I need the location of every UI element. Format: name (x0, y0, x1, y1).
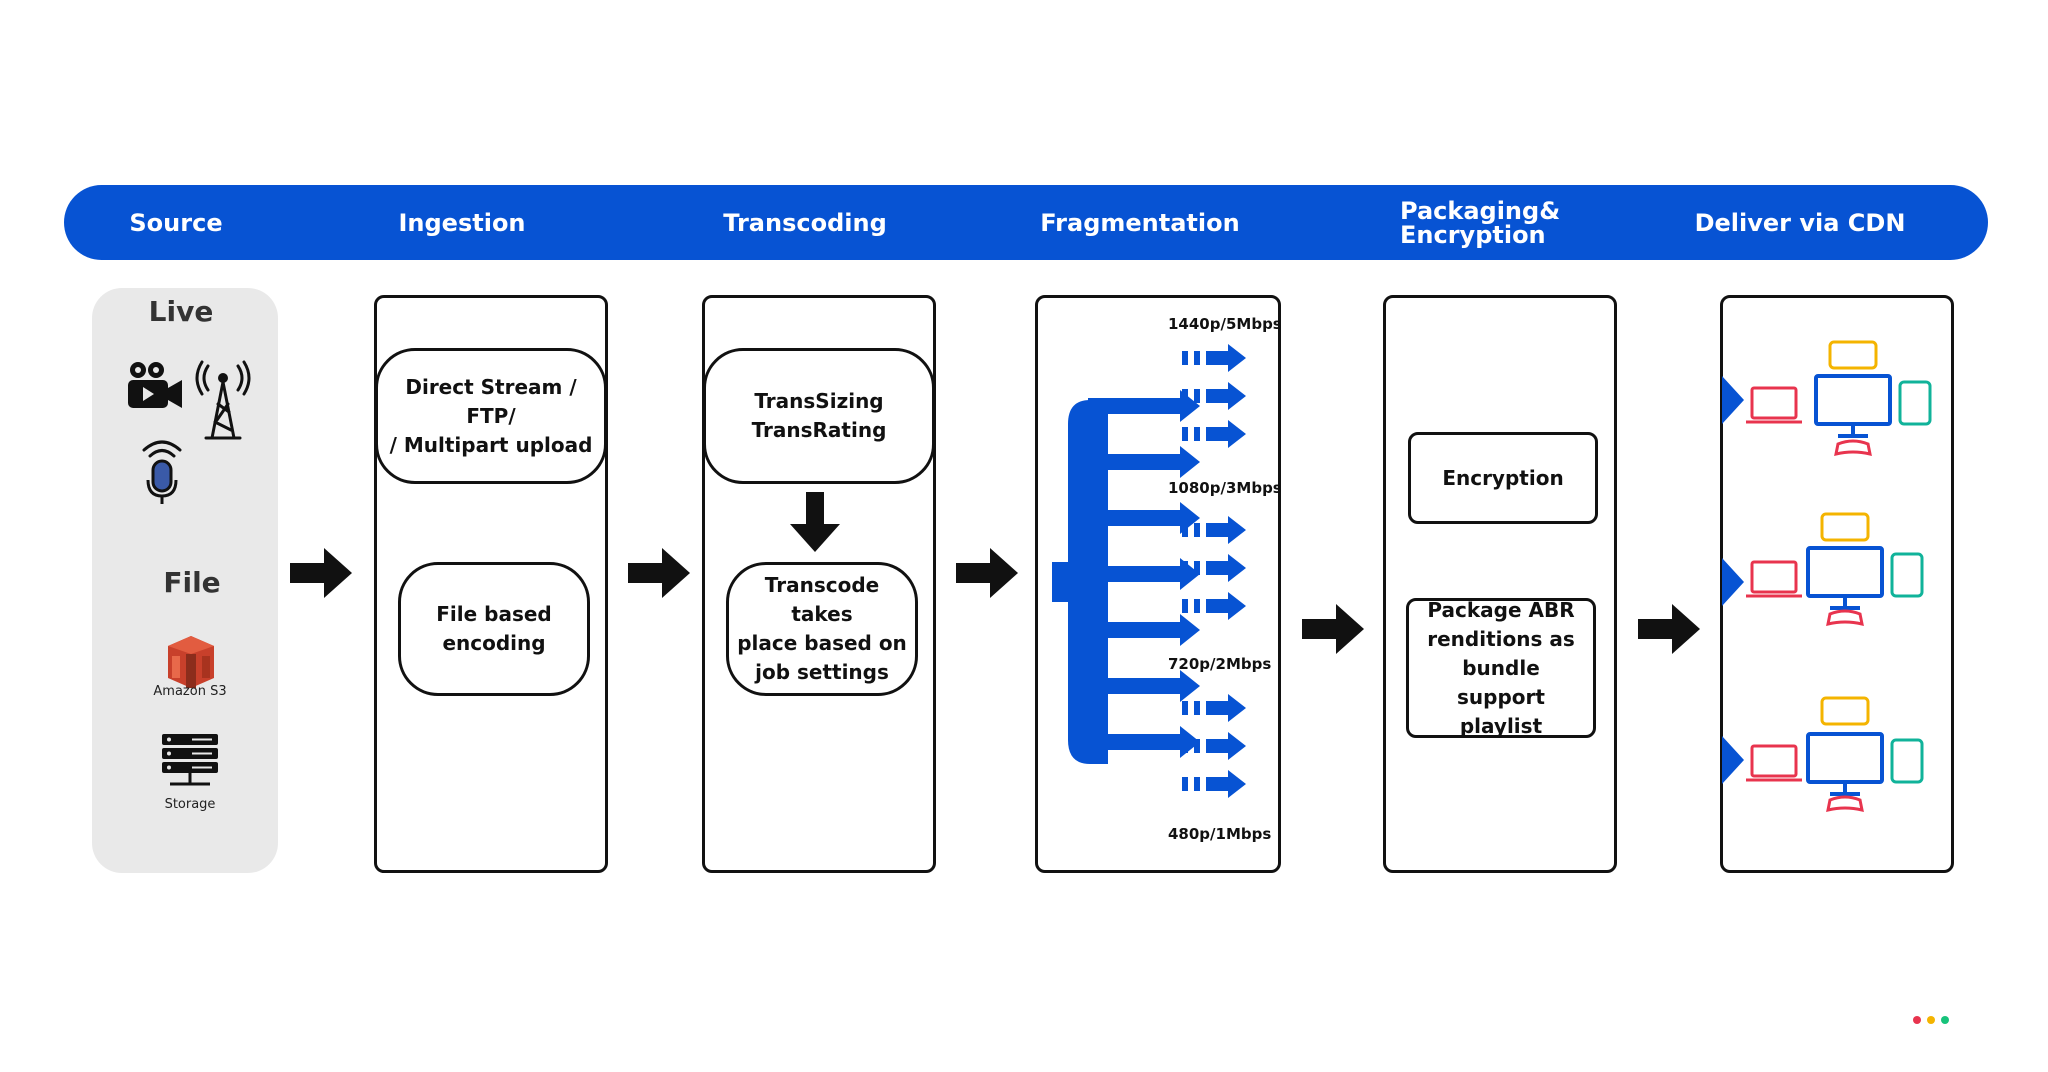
flow-arrow-source-to-ingestion (290, 548, 352, 598)
flow-arrow-transcoding-to-fragmentation (956, 548, 1018, 598)
microphone-icon (142, 440, 182, 504)
flow-arrow-packaging-to-delivery (1638, 604, 1700, 654)
packaging-column (1383, 295, 1617, 873)
resolution-label-1440p: 1440p/5Mbps (1168, 315, 1282, 333)
package-abr-box: Package ABR renditions as bundle support… (1406, 598, 1596, 738)
device-group-2 (1722, 512, 1924, 626)
antenna-tower-icon (195, 360, 251, 440)
stage-title-source: Source (129, 209, 223, 237)
device-group-3 (1722, 696, 1924, 812)
amazon-s3-icon (168, 636, 214, 688)
flow-arrow-ingestion-to-transcoding (628, 548, 690, 598)
live-label: Live (148, 295, 214, 328)
file-based-encoding-box: File based encoding (398, 562, 590, 696)
video-camera-icon (128, 362, 182, 408)
resolution-label-1080p: 1080p/3Mbps (1168, 479, 1282, 497)
down-arrow-icon (790, 492, 840, 552)
pipeline-header-bar (64, 185, 1988, 260)
flow-arrow-fragmentation-to-packaging (1302, 604, 1364, 654)
brand-dots-logo (1913, 1016, 1949, 1024)
transsizing-transrating-box: TransSizing TransRating (703, 348, 935, 484)
stage-title-fragmentation: Fragmentation (1040, 209, 1240, 237)
storage-server-icon (162, 734, 218, 786)
stage-title-delivery: Deliver via CDN (1694, 209, 1906, 237)
device-group-1 (1722, 340, 1932, 456)
transcode-job-settings-box: Transcode takes place based on job setti… (726, 562, 918, 696)
resolution-label-720p: 720p/2Mbps (1168, 655, 1272, 673)
stage-title-packaging: Packaging& Encryption (1400, 197, 1561, 249)
amazon-s3-label: Amazon S3 (153, 684, 227, 699)
stage-title-transcoding: Transcoding (723, 209, 887, 237)
encryption-box: Encryption (1408, 432, 1598, 524)
fragmentation-splitter-graphic (1052, 344, 1246, 798)
resolution-label-480p: 480p/1Mbps (1168, 825, 1272, 843)
direct-stream-upload-box: Direct Stream / FTP/ / Multipart upload (375, 348, 607, 484)
file-label: File (163, 566, 221, 599)
storage-label: Storage (164, 797, 216, 812)
stage-title-ingestion: Ingestion (398, 209, 526, 237)
